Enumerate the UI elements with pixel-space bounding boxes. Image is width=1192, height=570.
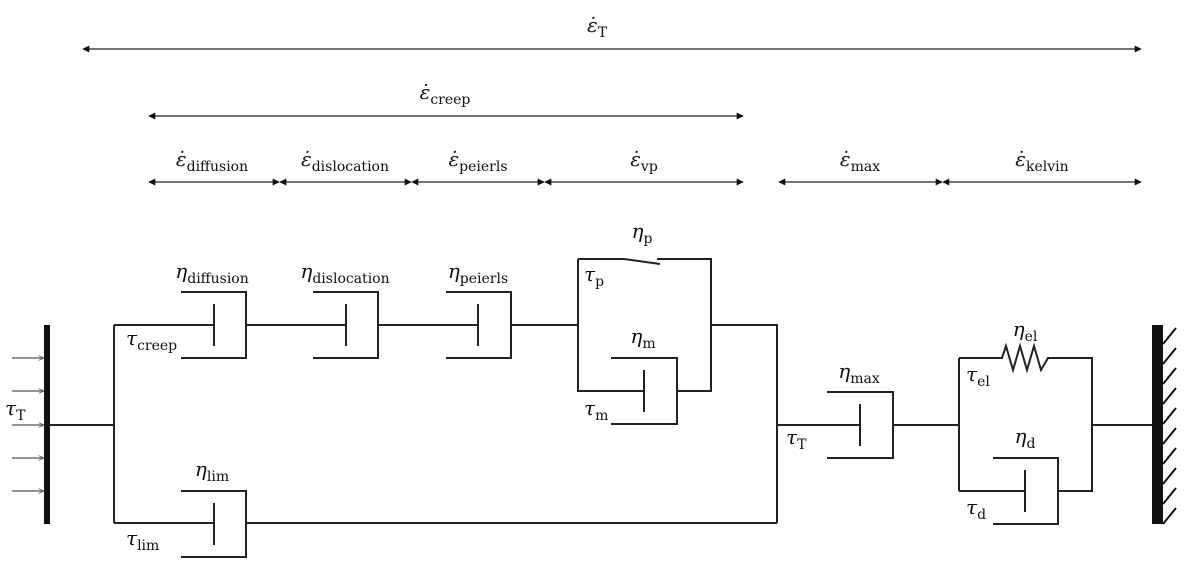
label-eta-peierls: ηpeierls: [448, 259, 508, 287]
left-boundary: [12, 325, 50, 524]
label-tau-total-left: τT: [5, 396, 26, 424]
strain-rate-arrows: [82, 45, 1142, 186]
circuit-wires: [50, 258, 1152, 524]
label-tau-creep: τcreep: [126, 326, 177, 354]
dashpot-diffusion: [181, 291, 247, 359]
wall-hatching: [1162, 327, 1177, 525]
label-strain-rate-vp: ε̇vp: [630, 147, 658, 175]
strain-rate-labels: ε̇T ε̇creep ε̇diffusion ε̇dislocation ε̇…: [176, 13, 1069, 175]
right-plate: [1152, 325, 1163, 524]
label-tau-m: τm: [584, 396, 608, 424]
label-strain-rate-creep: ε̇creep: [420, 80, 471, 108]
left-plate: [44, 325, 50, 524]
label-strain-rate-dislocation: ε̇dislocation: [301, 147, 389, 175]
label-eta-m: ηm: [630, 324, 655, 352]
label-tau-d: τd: [966, 495, 986, 523]
label-eta-lim: ηlim: [195, 457, 229, 485]
viscosity-labels: ηdiffusion ηdislocation ηpeierls ηp ηm η…: [175, 219, 1038, 485]
label-strain-rate-max: ε̇max: [840, 147, 880, 175]
label-tau-el: τel: [966, 362, 990, 390]
label-tau-lim: τlim: [126, 526, 159, 554]
stress-labels: τT τcreep τlim τp τm τT τel τd: [5, 262, 990, 554]
dashpot-d: [993, 457, 1059, 525]
dashpot-max: [827, 391, 894, 459]
label-eta-p: ηp: [632, 219, 653, 247]
label-eta-el: ηel: [1013, 317, 1038, 345]
label-eta-d: ηd: [1015, 424, 1036, 452]
label-strain-rate-kelvin: ε̇kelvin: [1015, 147, 1068, 175]
dashpot-m: [611, 357, 678, 425]
label-tau-p: τp: [584, 262, 604, 290]
label-strain-rate-peierls: ε̇peierls: [448, 147, 507, 175]
right-fixed-wall: [1152, 325, 1177, 525]
dashpots: [181, 291, 1059, 558]
label-strain-rate-total: ε̇T: [587, 13, 608, 41]
label-eta-max: ηmax: [838, 359, 880, 387]
dashpot-dislocation: [313, 291, 379, 359]
label-strain-rate-diffusion: ε̇diffusion: [176, 147, 248, 175]
dashpot-peierls: [446, 291, 512, 359]
dashpot-lim: [181, 490, 247, 558]
label-tau-total-mid: τT: [786, 425, 807, 453]
label-eta-diffusion: ηdiffusion: [175, 259, 249, 287]
label-eta-dislocation: ηdislocation: [300, 259, 389, 287]
